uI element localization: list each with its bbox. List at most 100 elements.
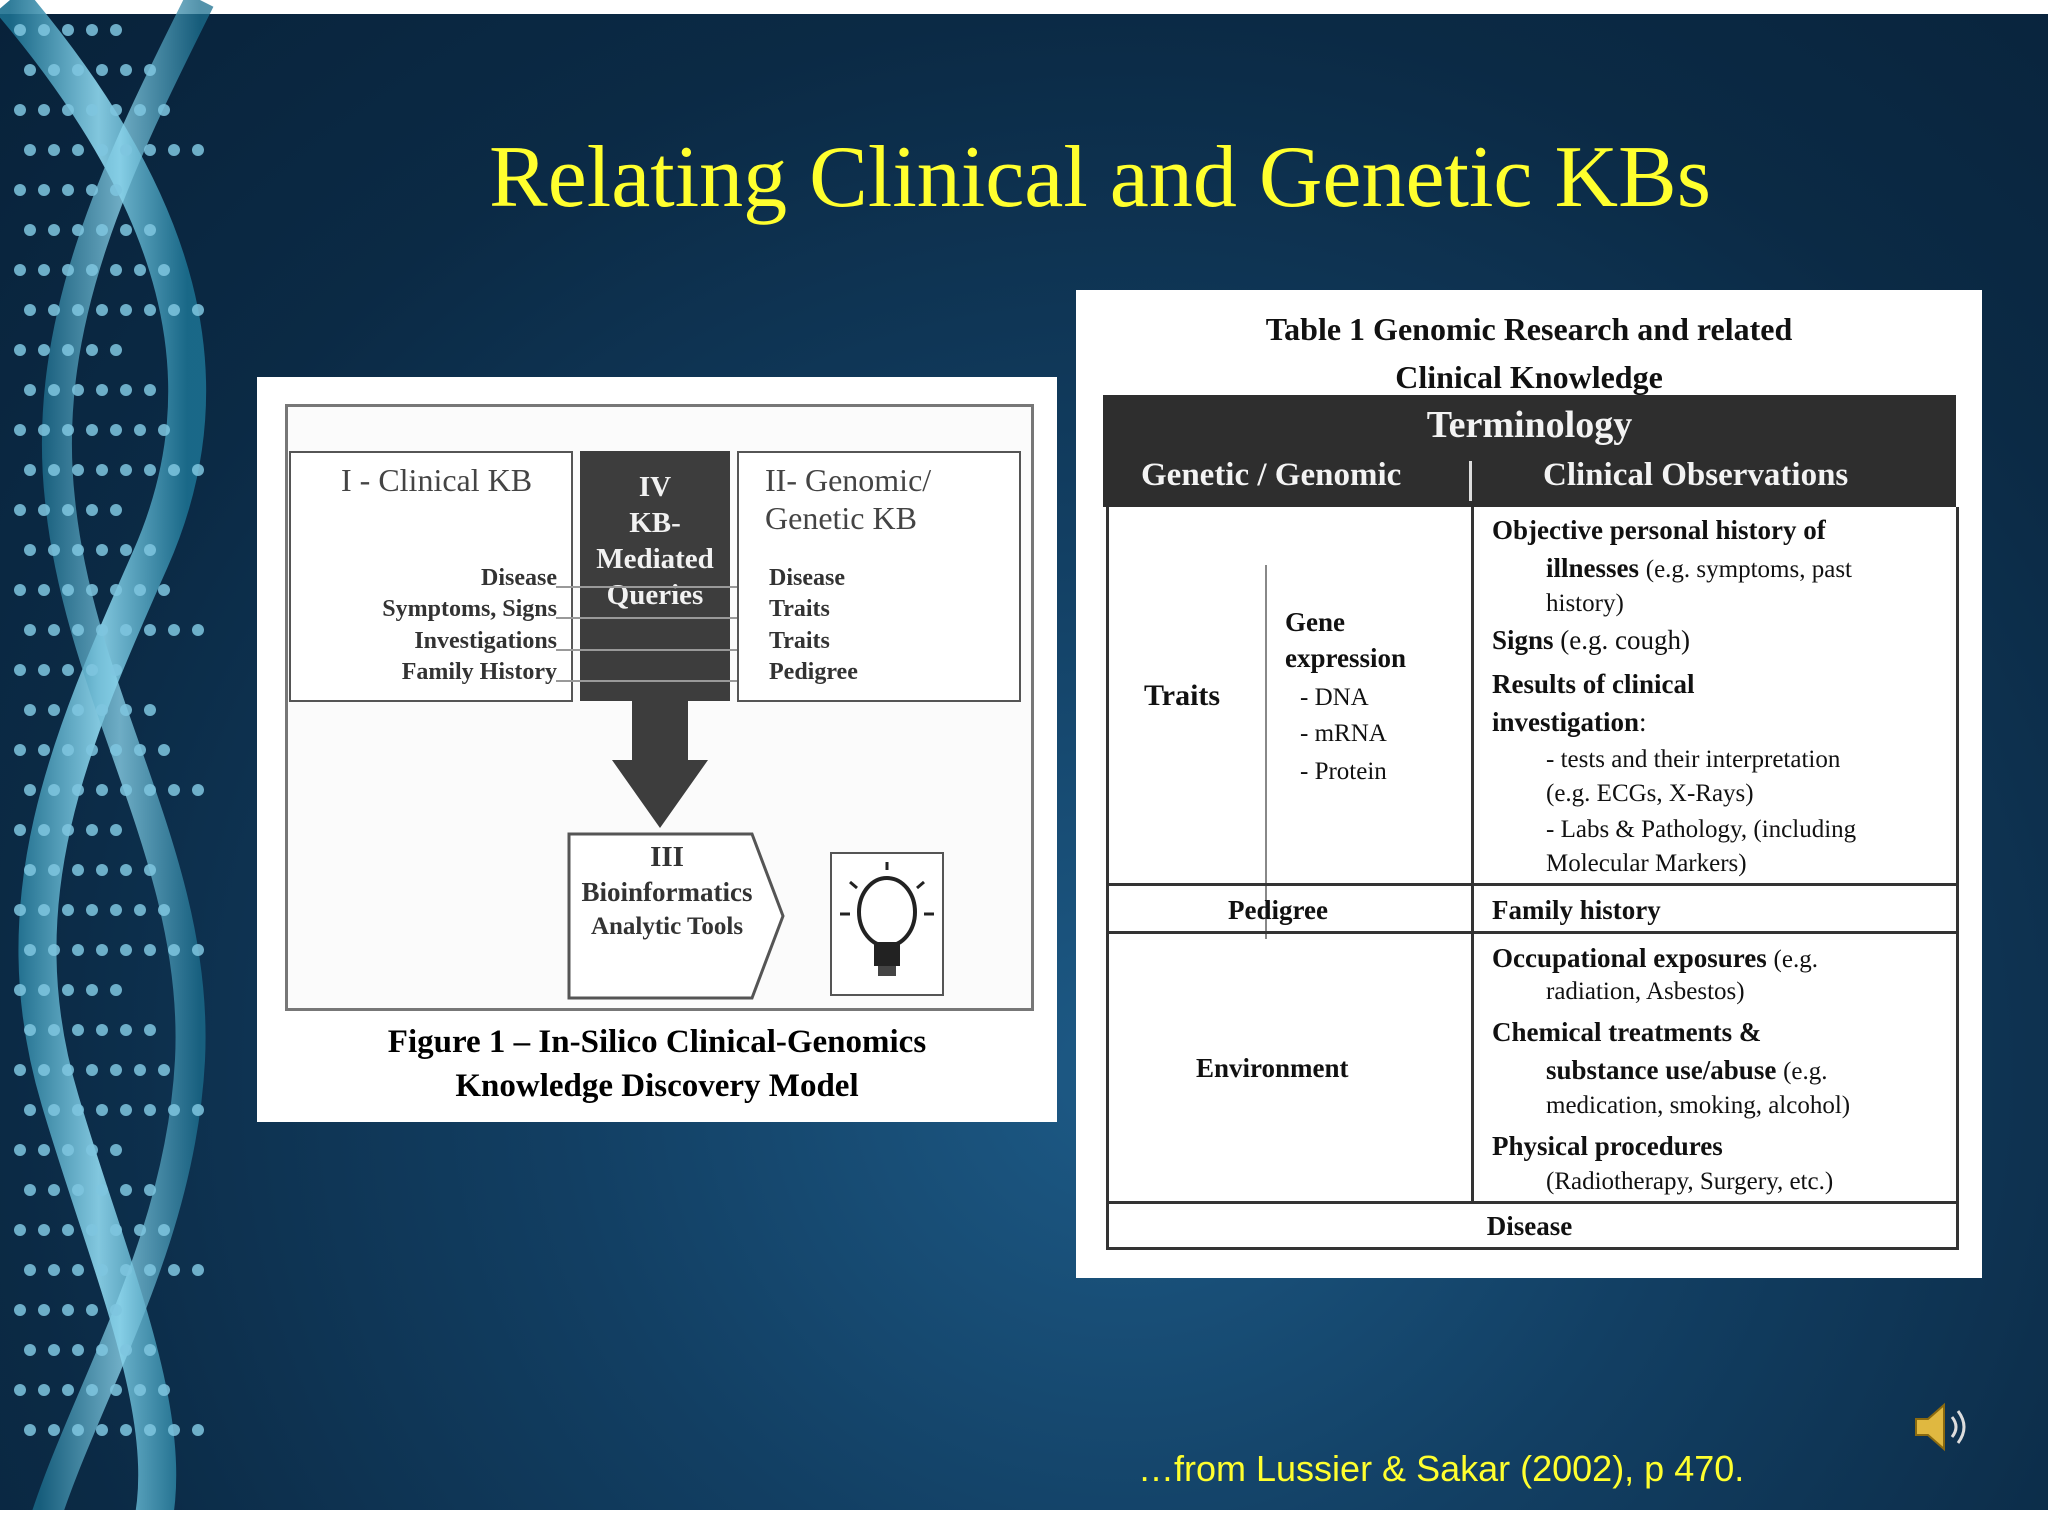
- bottom-white-band: [0, 1510, 2048, 1536]
- cell-physical: Physical procedures: [1492, 1131, 1723, 1161]
- helix-bead: [192, 1104, 204, 1116]
- helix-bead: [14, 184, 26, 196]
- cell-family-history: Family history: [1492, 895, 1661, 925]
- helix-bead: [14, 984, 26, 996]
- helix-bead: [24, 1184, 36, 1196]
- helix-bead: [48, 864, 60, 876]
- helix-bead: [62, 1384, 74, 1396]
- mid-line-2: KB-: [629, 507, 681, 539]
- helix-bead: [110, 424, 122, 436]
- helix-bead: [24, 224, 36, 236]
- helix-bead: [86, 904, 98, 916]
- cell-traits: Traits: [1144, 679, 1221, 712]
- helix-bead: [120, 544, 132, 556]
- helix-bead: [14, 264, 26, 276]
- cell-gene-dna: - DNA: [1300, 684, 1369, 711]
- helix-bead: [14, 504, 26, 516]
- helix-bead: [144, 304, 156, 316]
- helix-bead: [144, 784, 156, 796]
- helix-bead: [110, 904, 122, 916]
- helix-bead: [24, 1264, 36, 1276]
- link-arrow: [556, 586, 746, 588]
- cell-results-1: Results of clinical: [1492, 669, 1695, 699]
- helix-bead: [72, 224, 84, 236]
- helix-bead: [158, 424, 170, 436]
- top-white-band: [0, 0, 2048, 14]
- helix-bead: [62, 584, 74, 596]
- helix-bead: [144, 1424, 156, 1436]
- helix-bead: [96, 544, 108, 556]
- table-header: Terminology Genetic / Genomic Clinical O…: [1103, 395, 1956, 507]
- table-title-line-1: Table 1 Genomic Research and related: [1265, 311, 1793, 347]
- helix-bead: [110, 984, 122, 996]
- helix-bead: [96, 1424, 108, 1436]
- helix-bead: [62, 1304, 74, 1316]
- helix-bead: [72, 544, 84, 556]
- helix-bead: [38, 824, 50, 836]
- helix-bead: [86, 744, 98, 756]
- helix-bead: [48, 464, 60, 476]
- helix-bead: [110, 24, 122, 36]
- helix-bead: [62, 184, 74, 196]
- helix-bead: [38, 1144, 50, 1156]
- link-arrow: [556, 617, 746, 619]
- helix-bead: [38, 1224, 50, 1236]
- clinical-kb-box: I - Clinical KB Disease Symptoms, Signs …: [289, 451, 573, 702]
- helix-bead: [144, 1264, 156, 1276]
- helix-bead: [38, 504, 50, 516]
- helix-bead: [120, 464, 132, 476]
- helix-bead: [120, 1104, 132, 1116]
- helix-bead: [86, 1144, 98, 1156]
- helix-bead: [24, 944, 36, 956]
- helix-bead: [48, 384, 60, 396]
- helix-bead: [62, 1224, 74, 1236]
- helix-bead: [86, 824, 98, 836]
- helix-bead: [48, 544, 60, 556]
- helix-bead: [168, 464, 180, 476]
- helix-bead: [144, 624, 156, 636]
- helix-bead: [48, 1264, 60, 1276]
- helix-bead: [72, 704, 84, 716]
- figure-caption-line-2: Knowledge Discovery Model: [455, 1068, 859, 1104]
- bioinformatics-box: [567, 832, 785, 1000]
- helix-bead: [38, 424, 50, 436]
- cell-environment: Environment: [1196, 1053, 1349, 1083]
- helix-bead: [38, 1064, 50, 1076]
- helix-bead: [110, 1384, 122, 1396]
- helix-bead: [144, 1024, 156, 1036]
- helix-bead: [120, 864, 132, 876]
- helix-bead: [168, 1264, 180, 1276]
- helix-bead: [62, 264, 74, 276]
- mid-line-1: IV: [638, 471, 672, 503]
- slide-title: Relating Clinical and Genetic KBs: [489, 129, 1711, 226]
- helix-bead: [72, 304, 84, 316]
- helix-bead: [38, 264, 50, 276]
- helix-bead: [134, 1384, 146, 1396]
- helix-bead: [120, 1184, 132, 1196]
- helix-bead: [120, 1264, 132, 1276]
- helix-bead: [48, 1344, 60, 1356]
- mid-line-4: Queries: [606, 579, 704, 611]
- helix-bead: [86, 984, 98, 996]
- helix-bead: [86, 1304, 98, 1316]
- cell-disease: Disease: [1486, 1211, 1573, 1241]
- helix-bead: [158, 1064, 170, 1076]
- helix-bead: [72, 1344, 84, 1356]
- helix-bead: [168, 1424, 180, 1436]
- helix-bead: [72, 624, 84, 636]
- helix-bead: [144, 464, 156, 476]
- helix-bead: [110, 504, 122, 516]
- row-divider: [1109, 1201, 1956, 1204]
- helix-bead: [168, 944, 180, 956]
- helix-bead: [120, 304, 132, 316]
- genomic-item-traits: Traits: [769, 596, 830, 622]
- column-header-clinical: Clinical Observations: [1543, 457, 1849, 493]
- helix-bead: [110, 1304, 122, 1316]
- clinical-item-symptoms: Symptoms, Signs: [382, 596, 557, 622]
- helix-bead: [110, 1144, 122, 1156]
- table-body: [1106, 507, 1959, 1250]
- speaker-icon[interactable]: [1910, 1395, 1974, 1459]
- helix-bead: [62, 744, 74, 756]
- helix-bead: [110, 104, 122, 116]
- helix-bead: [96, 1184, 108, 1196]
